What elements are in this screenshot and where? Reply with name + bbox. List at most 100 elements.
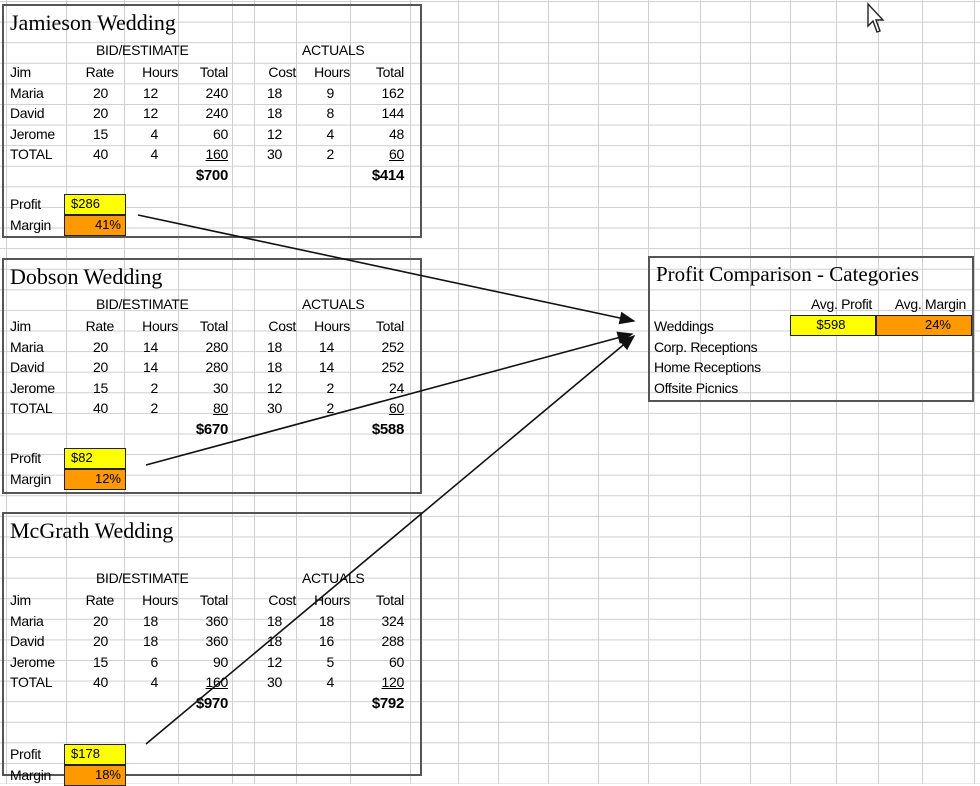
- table-cell: 12: [267, 125, 282, 142]
- table-cell: 4: [150, 125, 159, 142]
- table-cell: 20: [93, 84, 108, 101]
- category-row-label: Weddings: [654, 318, 714, 334]
- category-row-label: Home Receptions: [654, 359, 761, 376]
- wedding-title: Dobson Wedding: [10, 264, 163, 289]
- table-cell: 240: [205, 84, 229, 101]
- table-cell: 24: [389, 379, 404, 396]
- actual-total: $588: [371, 421, 404, 438]
- column-header: Total: [199, 318, 228, 334]
- table-cell: 40: [93, 146, 108, 163]
- column-header: Cost: [268, 592, 296, 608]
- table-cell: 2: [326, 379, 335, 396]
- column-header: Hours: [314, 64, 350, 80]
- table-cell: 14: [319, 338, 334, 355]
- column-header: Jim: [10, 318, 31, 334]
- table-cell: 18: [267, 612, 282, 629]
- column-header: Cost: [268, 64, 296, 80]
- table-cell: 20: [93, 612, 108, 629]
- column-header: Hours: [142, 64, 178, 80]
- table-cell: 20: [93, 359, 108, 376]
- table-cell: 18: [267, 633, 282, 650]
- table-cell: 18: [143, 612, 158, 629]
- row-label: David: [10, 359, 45, 376]
- row-label: TOTAL: [10, 146, 53, 163]
- table-cell: 360: [205, 612, 229, 629]
- avg-profit-value[interactable]: $598: [790, 315, 876, 336]
- margin-value[interactable]: 41%: [64, 215, 126, 236]
- table-cell: 6: [150, 653, 159, 670]
- bid-total: $700: [195, 167, 228, 184]
- table-cell: 12: [143, 105, 158, 122]
- table-cell: 15: [93, 125, 108, 142]
- table-cell: 14: [319, 359, 334, 376]
- profit-value[interactable]: $82: [64, 448, 126, 469]
- margin-label: Margin: [10, 767, 51, 783]
- bid-estimate-header: BID/ESTIMATE: [96, 296, 189, 312]
- table-cell: 20: [93, 105, 108, 122]
- bid-estimate-header: BID/ESTIMATE: [96, 570, 189, 586]
- profit-value[interactable]: $286: [64, 194, 126, 215]
- avg-profit-header: Avg. Profit: [810, 296, 872, 312]
- profit-label: Profit: [10, 746, 41, 762]
- profit-label: Profit: [10, 196, 41, 212]
- row-label: David: [10, 105, 45, 122]
- table-cell: 15: [93, 379, 108, 396]
- column-header: Jim: [10, 592, 31, 608]
- table-cell: 5: [326, 653, 335, 670]
- column-header: Hours: [314, 318, 350, 334]
- column-header: Rate: [85, 592, 115, 608]
- table-cell: 160: [205, 146, 229, 163]
- column-header: Total: [199, 592, 228, 608]
- table-cell: 20: [93, 633, 108, 650]
- table-cell: 16: [319, 633, 334, 650]
- table-cell: 60: [389, 146, 404, 163]
- table-cell: 18: [267, 359, 282, 376]
- column-header: Hours: [142, 318, 178, 334]
- table-cell: 80: [213, 400, 228, 417]
- avg-margin-value[interactable]: 24%: [876, 315, 972, 336]
- table-cell: 144: [381, 105, 405, 122]
- table-cell: 4: [326, 125, 335, 142]
- bid-estimate-header: BID/ESTIMATE: [96, 42, 189, 58]
- profit-value[interactable]: $178: [64, 744, 126, 765]
- table-cell: 60: [389, 400, 404, 417]
- table-cell: 324: [381, 612, 405, 629]
- table-cell: 2: [150, 379, 159, 396]
- table-cell: 4: [150, 146, 159, 163]
- table-cell: 4: [326, 674, 335, 691]
- wedding-title: McGrath Wedding: [10, 518, 174, 543]
- table-cell: 30: [213, 379, 228, 396]
- bid-total: $670: [195, 421, 228, 438]
- table-cell: 40: [93, 400, 108, 417]
- table-cell: 40: [93, 674, 108, 691]
- column-header: Total: [375, 64, 404, 80]
- table-cell: 280: [205, 338, 229, 355]
- column-header: Total: [199, 64, 228, 80]
- table-cell: 30: [267, 146, 282, 163]
- table-cell: 12: [267, 379, 282, 396]
- wedding-title: Jamieson Wedding: [10, 10, 176, 35]
- table-cell: 12: [143, 84, 158, 101]
- table-cell: 18: [319, 612, 334, 629]
- comparison-title: Profit Comparison - Categories: [656, 262, 920, 286]
- table-cell: 90: [213, 653, 228, 670]
- table-cell: 20: [93, 338, 108, 355]
- row-label: Maria: [10, 338, 44, 355]
- table-cell: 2: [150, 400, 159, 417]
- table-cell: 162: [381, 84, 405, 101]
- table-cell: 4: [150, 674, 159, 691]
- column-header: Total: [375, 318, 404, 334]
- row-label: David: [10, 633, 45, 650]
- table-cell: 30: [267, 400, 282, 417]
- bid-total: $970: [195, 695, 228, 712]
- column-header: Hours: [314, 592, 350, 608]
- margin-value[interactable]: 18%: [64, 765, 126, 786]
- table-cell: 2: [326, 400, 335, 417]
- row-label: TOTAL: [10, 400, 53, 417]
- table-cell: 18: [267, 338, 282, 355]
- row-label: Jerome: [10, 125, 55, 142]
- table-cell: 252: [381, 359, 405, 376]
- table-cell: 160: [205, 674, 229, 691]
- margin-value[interactable]: 12%: [64, 469, 126, 490]
- category-row-label: Corp. Receptions: [654, 338, 758, 355]
